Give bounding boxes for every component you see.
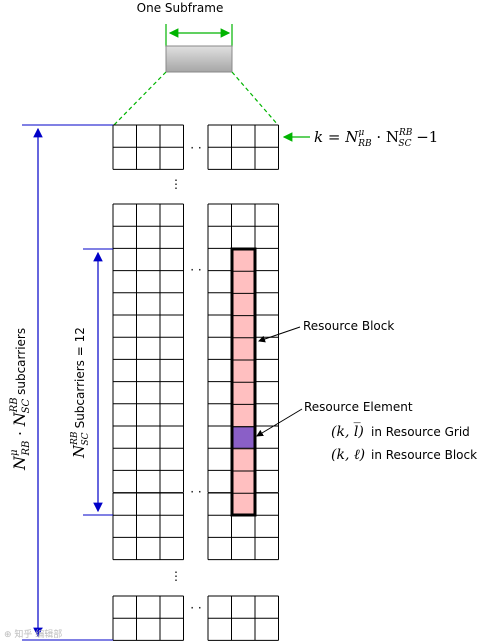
ellipsis-upper: · · bbox=[190, 263, 201, 277]
expansion-line-left bbox=[113, 71, 167, 126]
resource-element-block-text: in Resource Block bbox=[371, 448, 477, 462]
resource-element-grid-tuple: (k, l̅) bbox=[331, 421, 364, 440]
resource-element-arrow bbox=[256, 408, 303, 437]
expansion-line-right bbox=[231, 71, 279, 126]
vdots-bottom: ⋮ bbox=[170, 569, 182, 583]
rb-span-label: NRBSCSubcarriers = 12 bbox=[70, 327, 91, 459]
resource-block-border bbox=[230, 247, 257, 517]
resource-block-label: Resource Block bbox=[303, 319, 394, 333]
subframe-block bbox=[165, 45, 233, 73]
ellipsis-top: · · bbox=[190, 141, 201, 155]
resource-element-grid-text: in Resource Grid bbox=[371, 425, 470, 439]
resource-element-label: Resource Element bbox=[304, 400, 413, 414]
ellipsis-bottom: · · bbox=[190, 601, 201, 615]
resource-element bbox=[232, 426, 255, 449]
resource-block-gridlines bbox=[232, 270, 255, 494]
resource-block-arrow bbox=[258, 326, 301, 343]
watermark: ⊕ 知乎 编辑部 bbox=[4, 628, 62, 640]
vdots-top: ⋮ bbox=[170, 177, 182, 191]
resource-element-block-tuple: (k, ℓ) bbox=[331, 447, 365, 463]
ellipsis-lower: · · bbox=[190, 485, 201, 499]
grid-span-label: NμRB · NRBSCsubcarriers bbox=[9, 328, 32, 471]
subframe-title: One Subframe bbox=[137, 1, 224, 15]
